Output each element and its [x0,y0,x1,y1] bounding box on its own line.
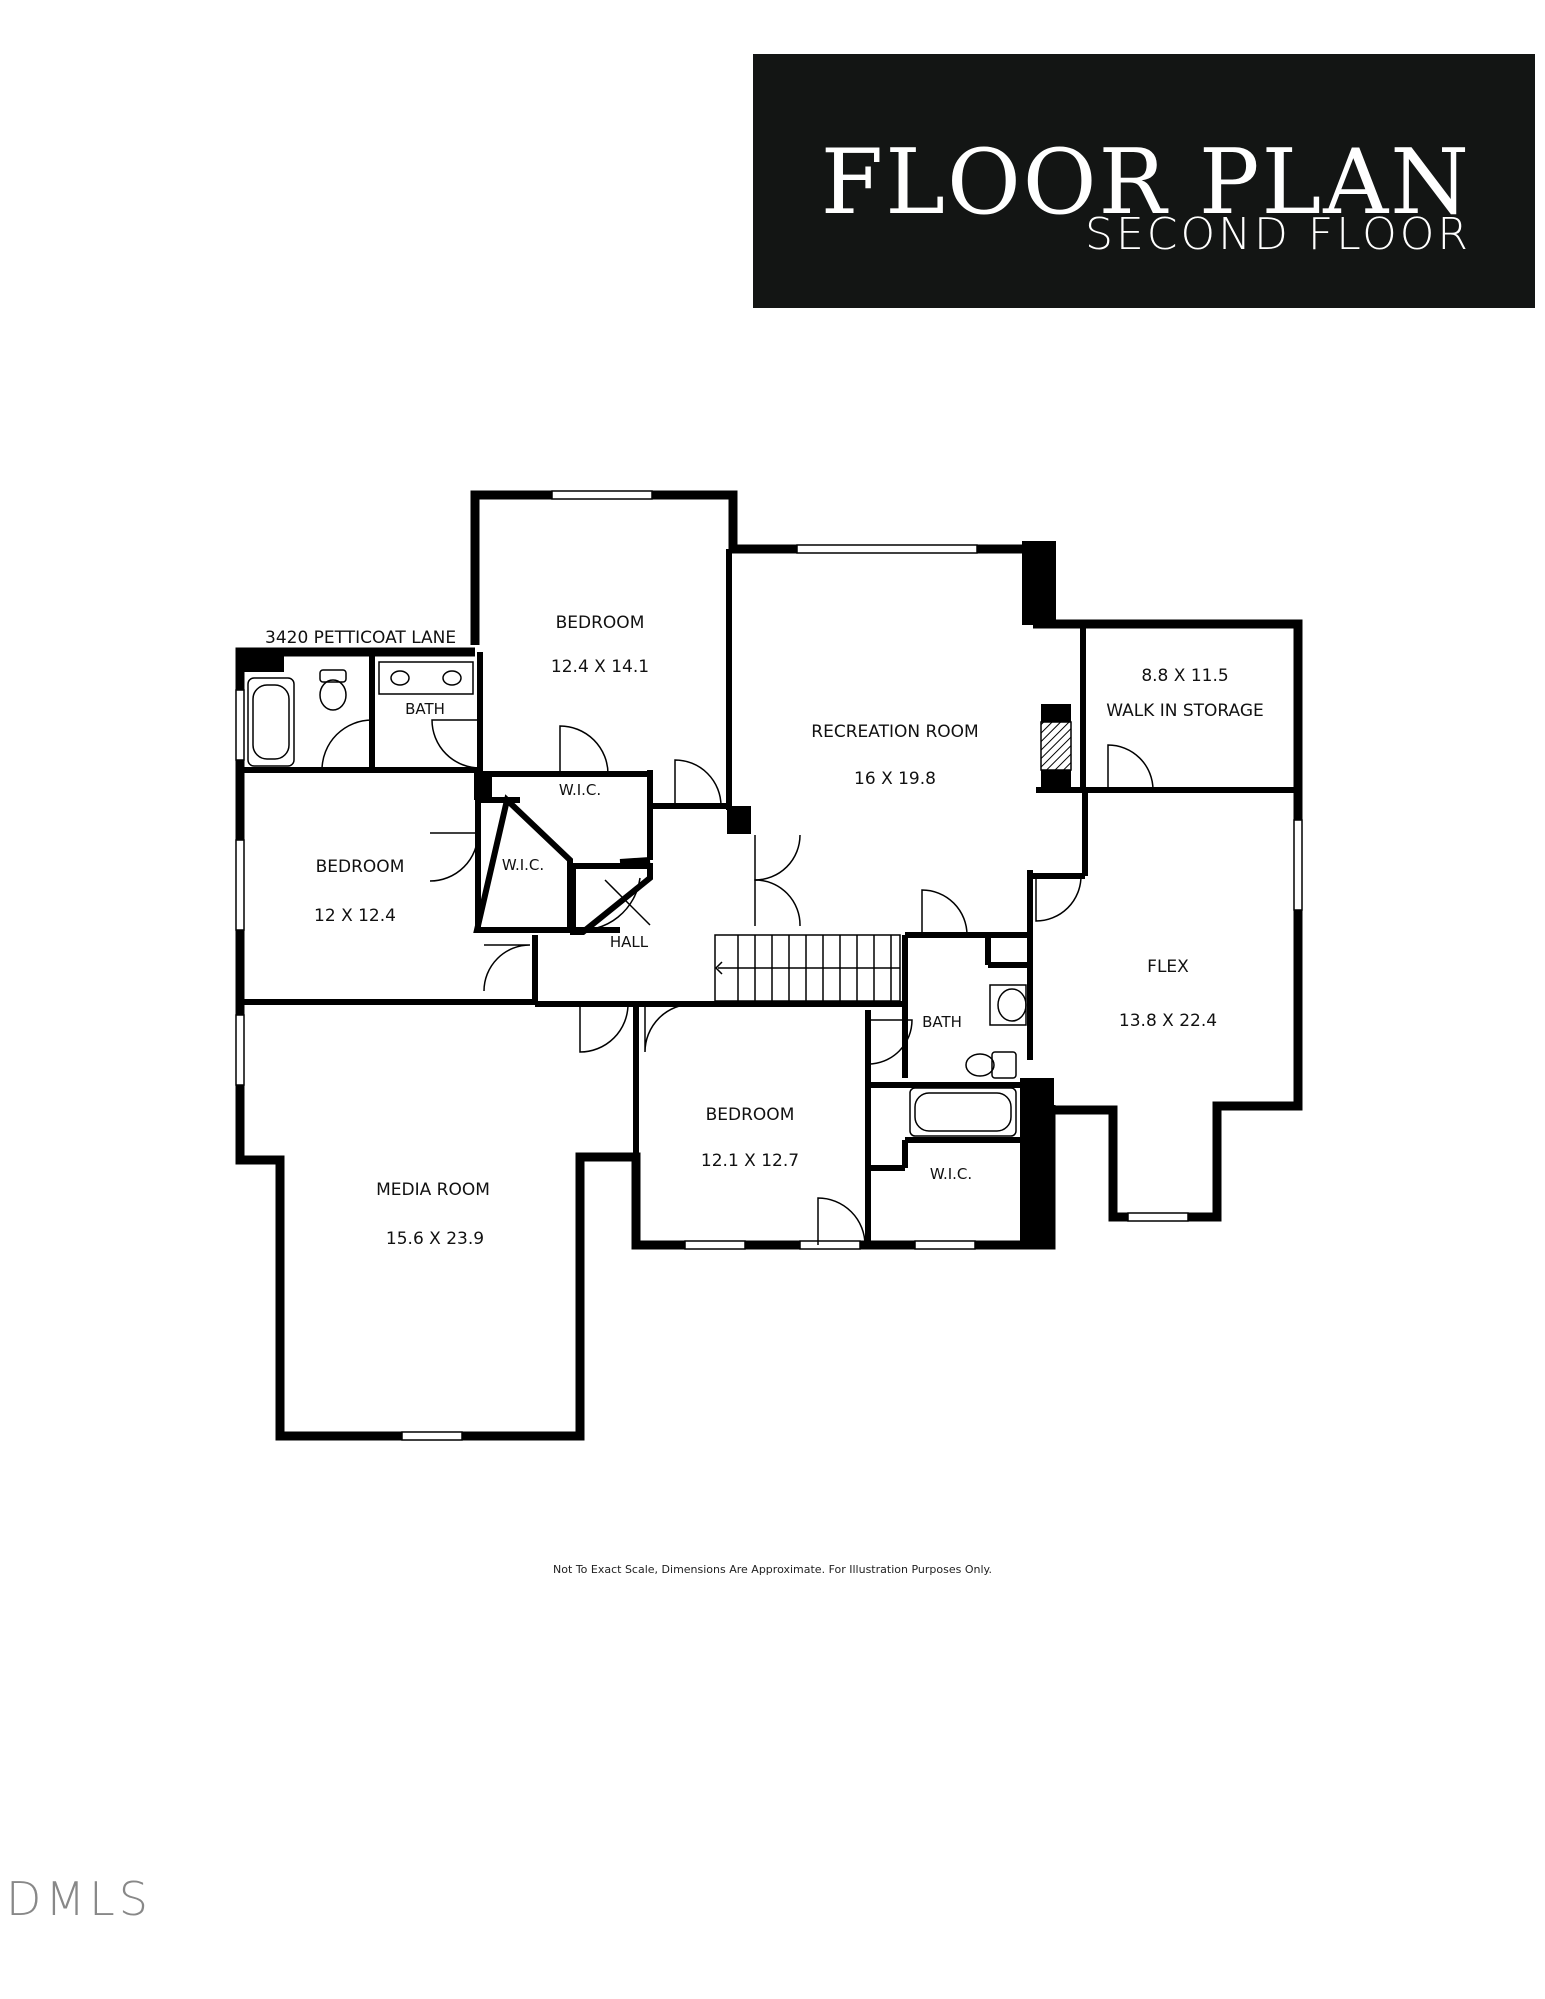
room-name-media: MEDIA ROOM [376,1180,490,1200]
address-label: 3420 PETTICOAT LANE [265,628,456,648]
room-name-wic-right: W.I.C. [930,1165,972,1183]
title-banner: FLOOR PLAN SECOND FLOOR [753,54,1535,308]
room-name-wic-left: W.I.C. [502,856,544,874]
windows [235,490,1303,1441]
room-name-flex: FLEX [1147,957,1189,977]
room-dims-bedroom-top: 12.4 X 14.1 [551,657,649,677]
page-title: FLOOR PLAN [820,130,1471,235]
room-name-wic-top: W.I.C. [559,781,601,799]
room-name-bedroom-top: BEDROOM [556,613,645,633]
room-dims-recreation: 16 X 19.8 [854,769,936,789]
room-dims-walk-in-storage: 8.8 X 11.5 [1141,666,1228,686]
room-dims-media: 15.6 X 23.9 [386,1229,484,1249]
room-name-bedroom-left: BEDROOM [316,857,405,877]
room-dims-bedroom-bottom: 12.1 X 12.7 [701,1151,799,1171]
room-dims-flex: 13.8 X 22.4 [1119,1011,1217,1031]
room-name-bath-right: BATH [922,1013,962,1031]
room-name-hall: HALL [610,933,649,951]
doors [321,719,1154,1246]
room-name-bedroom-bottom: BEDROOM [706,1105,795,1125]
room-name-recreation: RECREATION ROOM [811,722,978,742]
room-dims-bedroom-left: 12 X 12.4 [314,906,396,926]
disclaimer-text: Not To Exact Scale, Dimensions Are Appro… [553,1563,992,1576]
room-name-walk-in-storage: WALK IN STORAGE [1106,701,1264,721]
mls-logo: DMLS [6,1872,152,1926]
room-name-bath-left: BATH [405,700,445,718]
stairs [714,934,901,1002]
page-subtitle: SECOND FLOOR [1085,209,1471,260]
fixtures [247,661,1072,1137]
room-labels: 3420 PETTICOAT LANE BEDROOM 12.4 X 14.1 … [265,613,1264,1249]
